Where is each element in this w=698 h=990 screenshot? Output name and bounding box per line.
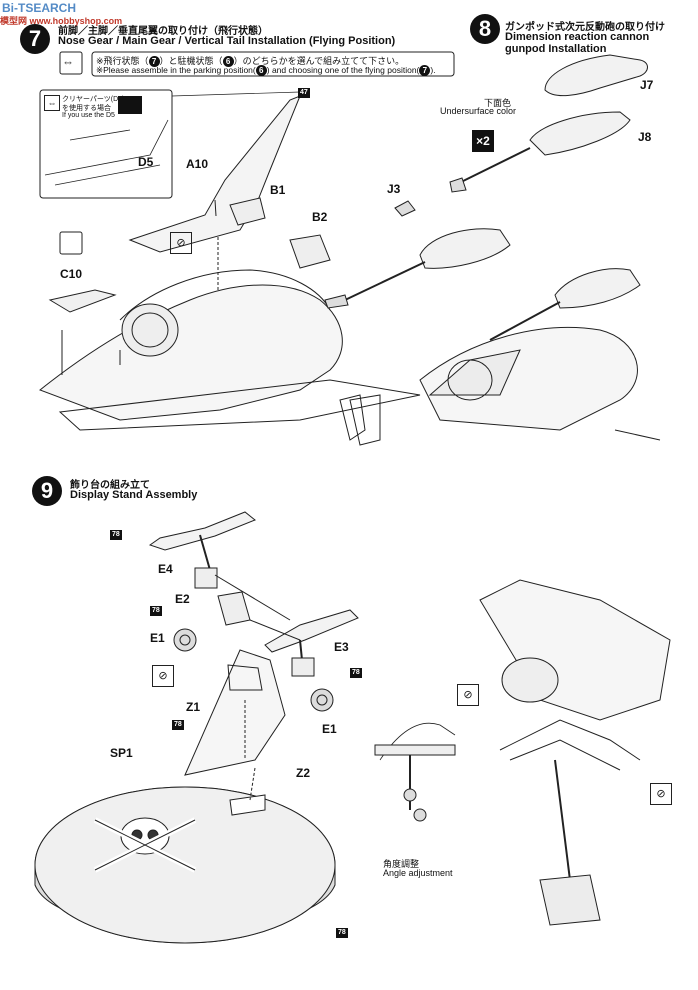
part-number-tag: 78 xyxy=(110,530,122,540)
inset-note-jp: クリヤーパーツ(D5) xyxy=(62,96,125,103)
no-glue-icon: ⊘ xyxy=(152,665,174,687)
part-label-a10: A10 xyxy=(186,157,209,171)
part-label-j8: J8 xyxy=(638,130,652,144)
part-label-e1-left: E1 xyxy=(150,631,165,645)
part-label-e3: E3 xyxy=(334,640,349,654)
part-label-b2: B2 xyxy=(312,210,328,224)
step7-number: 7 xyxy=(20,24,50,54)
step8-title-en-1: Dimension reaction cannon xyxy=(505,31,650,43)
step8-title-jp: ガンポッド式次元反動砲の取り付け xyxy=(505,22,665,33)
part-label-d5: D5 xyxy=(138,155,154,169)
watermark-url: 模型网 www.hobbyshop.com xyxy=(0,16,123,26)
step7-title-en: Nose Gear / Main Gear / Vertical Tail In… xyxy=(58,35,396,47)
angle-note-en: Angle adjustment xyxy=(383,868,453,878)
inset-note-jp2: を使用する場合 xyxy=(62,105,111,112)
step7-note-en: ※Please assemble in the parking position… xyxy=(96,65,436,76)
part-number-tag: 78 xyxy=(336,928,348,938)
no-glue-icon: ⊘ xyxy=(650,783,672,805)
step9-title-en: Display Stand Assembly xyxy=(70,489,198,501)
part-label-z1: Z1 xyxy=(186,700,201,714)
step7-title-jp: 前脚／主脚／垂直尾翼の取り付け（飛行状態） xyxy=(58,26,268,37)
part-label-e4: E4 xyxy=(158,562,173,576)
step9-number: 9 xyxy=(32,476,62,506)
step8-number: 8 xyxy=(470,14,500,44)
part-label-c10: C10 xyxy=(60,267,83,281)
part-number-tag: 47 xyxy=(298,88,310,98)
no-glue-icon: ⊘ xyxy=(170,232,192,254)
angle-note-jp: 角度調整 xyxy=(383,859,420,869)
part-label-z2: Z2 xyxy=(296,766,311,780)
part-label-e2: E2 xyxy=(175,592,190,606)
clear-part-icon xyxy=(118,96,142,114)
part-number-tag: 78 xyxy=(150,606,162,616)
ref-flying-badge: 7 xyxy=(148,56,160,67)
swap-arrows-icon: ⇔ xyxy=(62,55,74,69)
part-label-b1: B1 xyxy=(270,183,286,197)
step7-note-box xyxy=(91,51,455,77)
part-number-tag: 78 xyxy=(172,720,184,730)
part-label-j3: J3 xyxy=(387,182,401,196)
part-label-e1-right: E1 xyxy=(322,722,337,736)
color-note-en: Undersurface color xyxy=(440,106,517,116)
quantity-badge: ×2 xyxy=(472,130,494,152)
inset-note-en: If you use the D5 xyxy=(62,112,115,119)
ref-parking-badge: 6 xyxy=(222,56,234,67)
step8-title-en-2: gunpod Installation xyxy=(505,43,607,55)
color-note-jp: 下面色 xyxy=(484,98,512,108)
part-number-tag: 78 xyxy=(350,668,362,678)
step7-note-jp: ※飛行状態（7）と駐機状態（6）のどちらかを選んで組み立てて下さい。 xyxy=(96,56,405,67)
step9-title-jp: 飾り台の組み立て xyxy=(70,480,150,491)
watermark-logo: Bi-TSEARCH xyxy=(2,1,76,15)
inset-d5-box xyxy=(39,89,173,199)
part-label-j7: J7 xyxy=(640,78,654,92)
swap-arrows-icon: ⇔ xyxy=(44,95,60,111)
no-glue-icon: ⊘ xyxy=(457,684,479,706)
part-label-sp1: SP1 xyxy=(110,746,133,760)
